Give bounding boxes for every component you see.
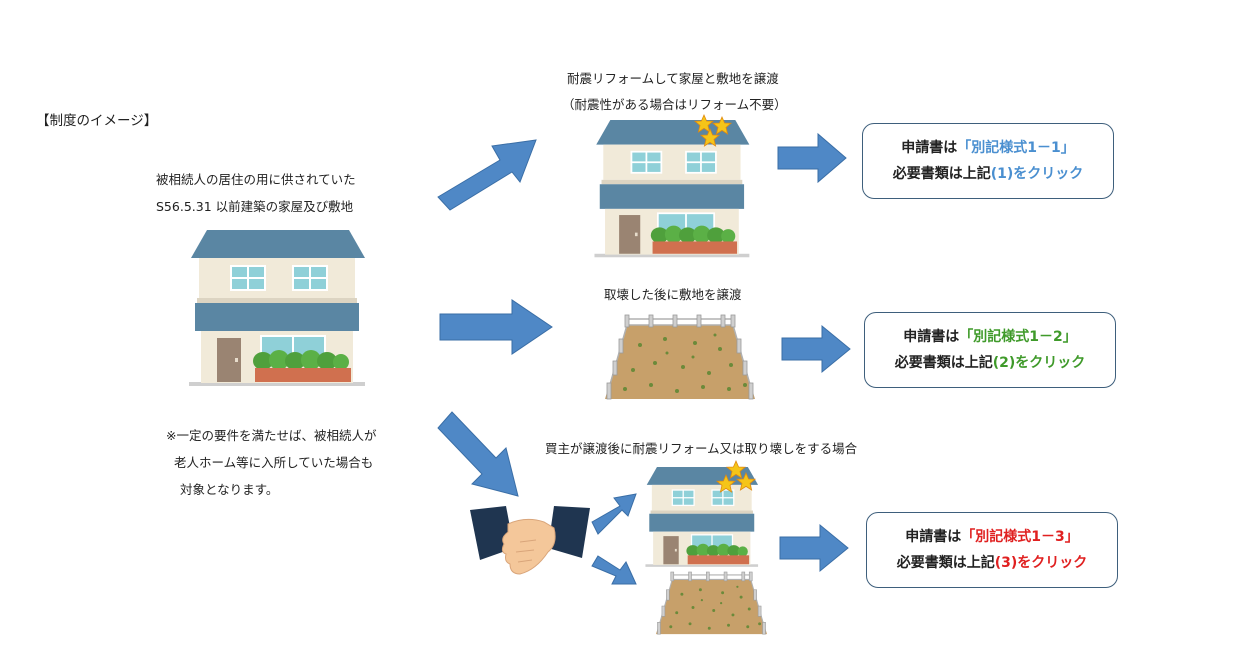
case1-info-box[interactable]: 申請書は「別記様式1－1」 必要書類は上記(1)をクリック (862, 123, 1114, 199)
case2-docs-link[interactable]: (2)をクリック (992, 355, 1086, 371)
case3-vacant-lot-image (655, 571, 768, 635)
arrow-to-case3 (437, 411, 519, 497)
case1-form-name[interactable]: 「別記様式1－1」 (957, 140, 1075, 156)
source-caption-line2: S56.5.31 以前建築の家屋及び敷地 (156, 199, 354, 214)
diagram-title: 【制度のイメージ】 (36, 113, 158, 129)
case3-form-prefix: 申請書は (905, 529, 962, 545)
case2-docs-prefix: 必要書類は上記 (894, 355, 993, 371)
note-line2: 老人ホーム等に入所していた場合も (174, 455, 374, 470)
note-line1: ※一定の要件を満たせば、被相続人が (166, 428, 377, 443)
case1-docs-link[interactable]: (1)をクリック (990, 166, 1084, 182)
case3-stars-icon (716, 460, 756, 493)
case1-caption-line1: 耐震リフォームして家屋と敷地を譲渡 (567, 71, 779, 86)
case2-form-prefix: 申請書は (903, 329, 960, 345)
arrow-to-case1 (437, 139, 537, 211)
arrow-handshake-to-lot (591, 555, 637, 585)
arrow-to-box1 (777, 132, 847, 184)
case3-caption: 買主が譲渡後に耐震リフォーム又は取り壊しをする場合 (545, 441, 858, 456)
arrow-handshake-to-house (591, 493, 637, 535)
case1-form-prefix: 申請書は (901, 140, 958, 156)
case2-form-name[interactable]: 「別記様式1－2」 (959, 329, 1077, 345)
handshake-icon (470, 506, 590, 575)
source-caption-line1: 被相続人の居住の用に供されていた (156, 172, 356, 187)
case3-docs-prefix: 必要書類は上記 (896, 555, 995, 571)
case3-form-name[interactable]: 「別記様式1－3」 (961, 529, 1079, 545)
case3-info-box[interactable]: 申請書は「別記様式1－3」 必要書類は上記(3)をクリック (866, 512, 1118, 588)
case1-docs-prefix: 必要書類は上記 (892, 166, 991, 182)
note-line3: 対象となります。 (180, 482, 279, 497)
arrow-to-box3 (779, 523, 849, 573)
arrow-to-case2 (439, 299, 553, 355)
case1-stars-icon (694, 114, 732, 147)
arrow-to-box2 (781, 324, 851, 374)
case3-docs-link[interactable]: (3)をクリック (994, 555, 1088, 571)
case1-caption-line2: （耐震性がある場合はリフォーム不要） (562, 97, 787, 112)
case2-caption: 取壊した後に敷地を譲渡 (604, 287, 742, 302)
case2-info-box[interactable]: 申請書は「別記様式1－2」 必要書類は上記(2)をクリック (864, 312, 1116, 388)
case2-vacant-lot-image (604, 314, 756, 400)
